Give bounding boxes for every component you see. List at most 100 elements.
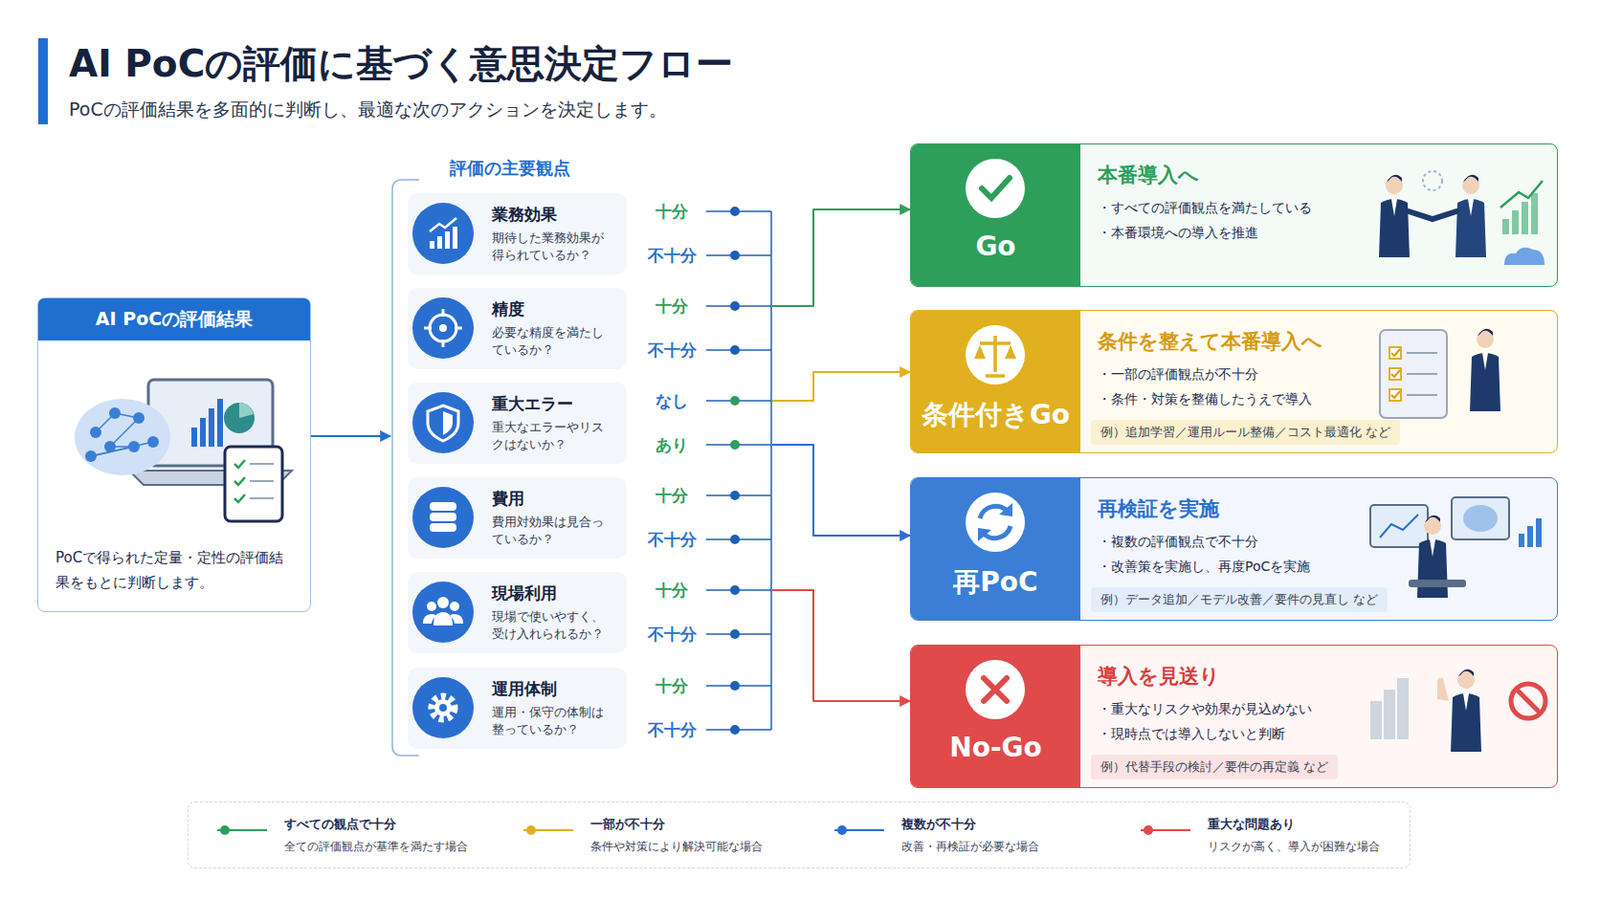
line-shape [249, 497, 274, 500]
criterion-dot [730, 585, 740, 596]
path-shape [234, 494, 245, 503]
person-shirt [1463, 693, 1469, 712]
criterion-icon [410, 390, 476, 456]
decision-icon [962, 657, 1028, 723]
circle-shape [412, 677, 474, 739]
circle-shape [412, 487, 474, 549]
criterion-dot [730, 534, 740, 545]
bus-line [770, 211, 773, 731]
rect-shape [1370, 701, 1382, 740]
circle-shape [1422, 171, 1443, 191]
person-body [1378, 199, 1410, 258]
path-shape [977, 503, 1013, 542]
path-shape [422, 612, 464, 626]
result-box: AI PoCの評価結果 PoCで得られた定量・定性の評価結果をもとに判断します。 [37, 297, 312, 613]
decision-label: 再PoC [911, 564, 1081, 601]
decision-box: No-Go導入を見送り・重大なリスクや効果が見込めない・現時点では導入しないと判… [910, 644, 1558, 789]
criterion-dot [730, 206, 740, 217]
decision-bullet: ・すべての評価観点を満たしている [1097, 200, 1312, 218]
line-shape [1406, 352, 1438, 355]
criterion-card: 業務効果期待した業務効果が得られているか？ [407, 193, 627, 275]
rect-shape [1521, 201, 1529, 235]
rect-shape [1511, 210, 1519, 235]
criterion-card: 現場利用現場で使いやすく、受け入れられるか？ [407, 572, 627, 654]
result-body: PoCで得られた定量・定性の評価結果をもとに判断します。 [55, 545, 297, 597]
legend-description: リスクが高く、導入が困難な場合 [1207, 839, 1380, 856]
circle-shape [412, 581, 474, 644]
person-body [1455, 199, 1487, 258]
criterion-icon [410, 295, 476, 361]
path-shape [234, 460, 245, 468]
criterion-outcome-label: 不十分 [641, 529, 703, 551]
decision-illustration [1360, 653, 1553, 771]
rect-shape [429, 241, 435, 249]
legend-title: 重大な問題あり [1207, 816, 1295, 834]
rect-shape [191, 427, 198, 447]
legend-swatch-dot [837, 825, 847, 836]
flow-connector [772, 444, 911, 536]
criterion-outcome-label: 十分 [641, 675, 703, 697]
flow-connector [772, 372, 911, 401]
decision-badge: 再PoC [911, 478, 1081, 621]
criterion-dot [730, 301, 740, 312]
rect-shape [1383, 689, 1396, 740]
rect-shape [1389, 368, 1401, 380]
legend-swatch-dot [220, 825, 230, 836]
flow-connector [311, 435, 391, 438]
path-shape [423, 309, 463, 348]
criterion-dot [730, 345, 740, 356]
legend-title: 複数が不十分 [901, 816, 977, 834]
decision-bullet: ・現時点では導入しないと判断 [1097, 726, 1286, 744]
result-heading: AI PoCの評価結果 [95, 307, 253, 333]
criterion-heading: 業務効果 [491, 203, 623, 226]
circle-shape [439, 324, 447, 333]
circle-shape [412, 202, 474, 265]
criterion-dot [730, 250, 740, 261]
criterion-icon [410, 675, 476, 741]
circle-shape [439, 704, 447, 712]
group-heading: 評価の主要観点 [449, 156, 571, 180]
criterion-dot [730, 629, 740, 640]
rect-shape [208, 408, 215, 447]
legend-description: 全ての評価観点が基準を満たす場合 [284, 839, 468, 856]
criterion-dot [730, 490, 740, 501]
decision-icon [962, 322, 1028, 388]
path-shape [981, 177, 1010, 199]
criterion-question: 現場で使いやすく、受け入れられるか？ [491, 608, 611, 644]
path-shape [1437, 678, 1449, 703]
rect-shape [1389, 389, 1401, 401]
path-shape [1391, 370, 1400, 378]
circle-shape [426, 601, 437, 612]
criterion-question: 必要な精度を満たしているか？ [491, 324, 611, 359]
criterion-dot [730, 725, 740, 735]
path-shape [427, 405, 459, 442]
criterion-outcome-label: 十分 [641, 295, 703, 317]
criterion-question: 費用対効果は見合っているか？ [491, 513, 611, 549]
criterion-outcome-label: 十分 [641, 485, 703, 507]
criterion-question: 重大なエラーやリスクはないか？ [491, 419, 611, 454]
decision-label: No-Go [911, 732, 1081, 764]
rect-shape [1502, 219, 1510, 235]
legend-description: 条件や対策により解決可能な場合 [590, 839, 763, 856]
criterion-outcome-label: 不十分 [641, 719, 703, 741]
path-shape [443, 411, 453, 436]
circle-shape [965, 325, 1025, 385]
rect-shape [1518, 533, 1525, 548]
legend-swatch-dot [1143, 825, 1154, 836]
circle-shape [429, 314, 457, 342]
title-bar [38, 38, 48, 125]
rect-shape [217, 399, 223, 447]
decision-heading: 本番導入へ [1097, 161, 1200, 189]
decision-bullet: ・複数の評価観点で不十分 [1097, 533, 1259, 552]
path-shape [1504, 247, 1545, 266]
legend-item: 一部が不十分条件や対策により解決可能な場合 [521, 802, 809, 870]
rect-shape [1527, 526, 1534, 548]
criterion-text: 現場利用現場で使いやすく、受け入れられるか？ [491, 572, 623, 654]
legend-swatch-dot [526, 825, 536, 836]
legend-item: 重大な問題ありリスクが高く、導入が困難な場合 [1138, 802, 1426, 870]
legend-swatch [832, 823, 887, 838]
person-body [1417, 539, 1448, 599]
decision-illustration [1360, 318, 1553, 436]
circle-shape [965, 158, 1025, 219]
rect-shape [1397, 678, 1409, 740]
